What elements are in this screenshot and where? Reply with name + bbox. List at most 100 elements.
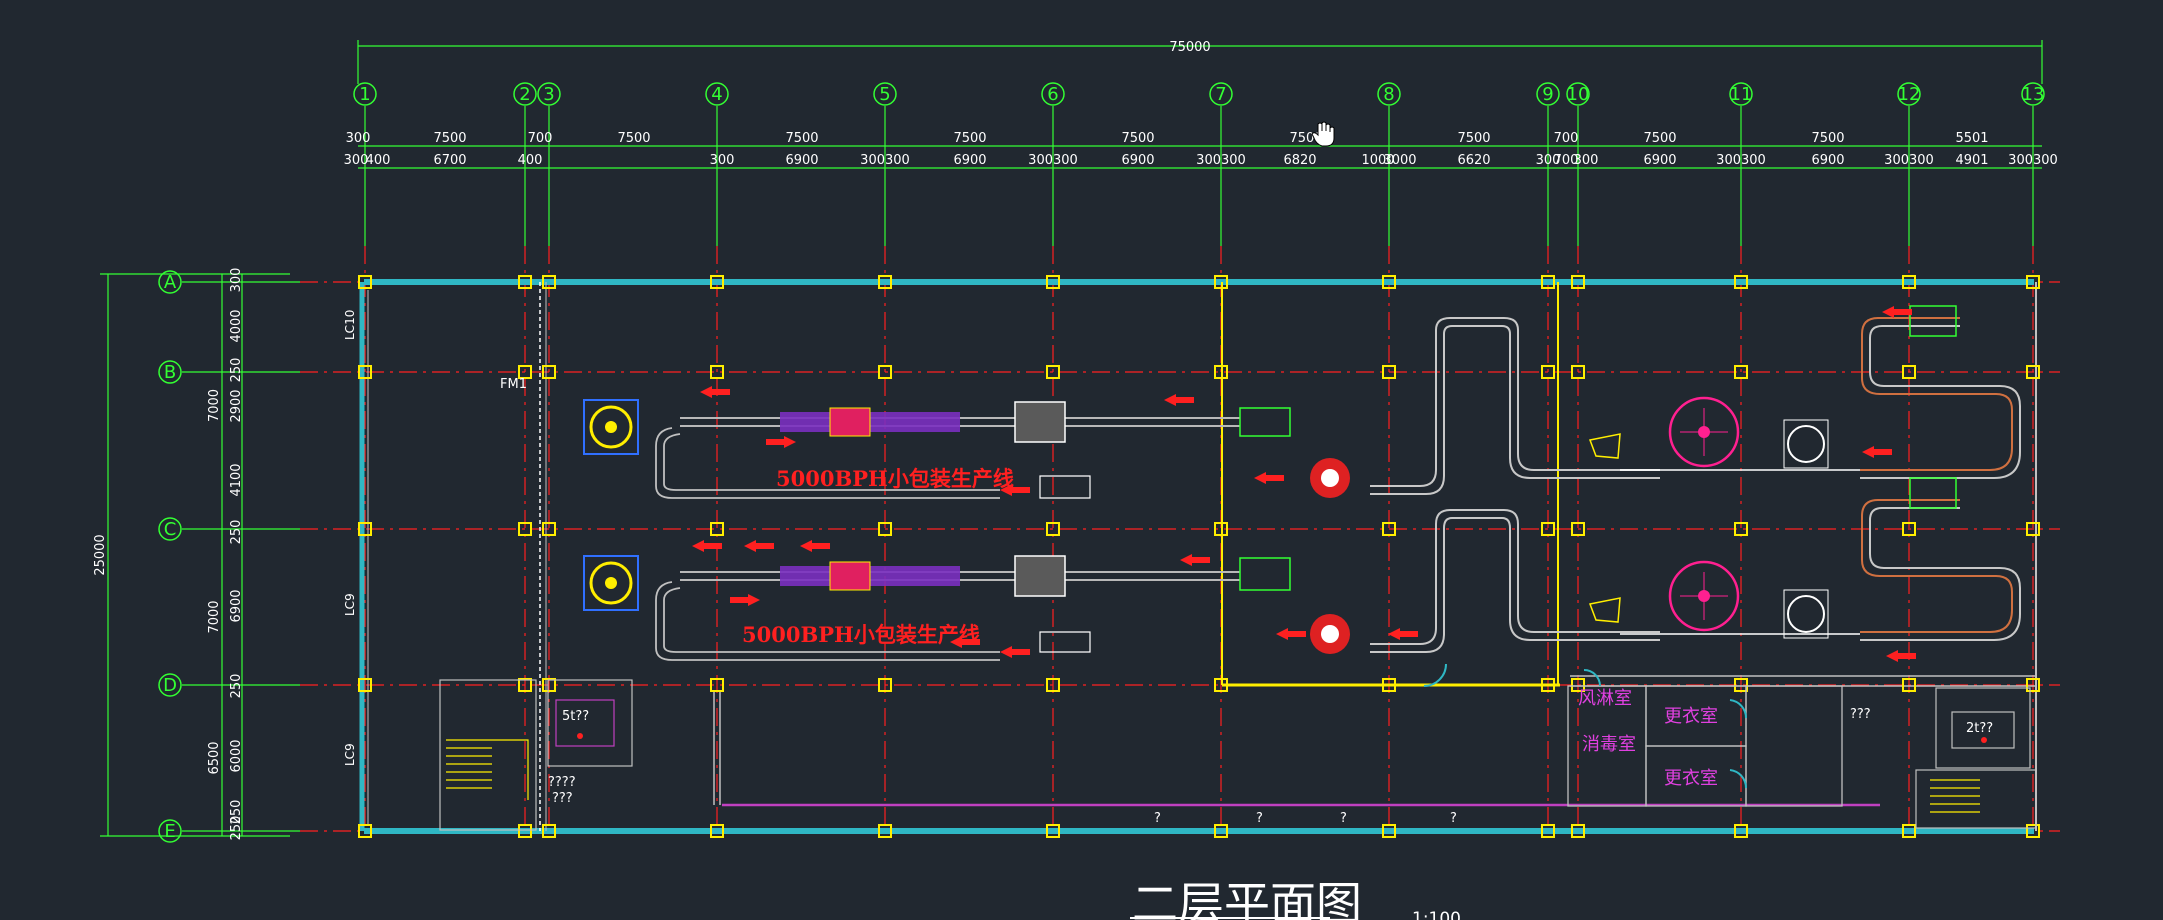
axis-label-E: E [164,821,175,842]
axis-bubble-B [158,360,182,384]
column-marker [878,678,892,692]
vdim-inner-value: 250 [229,800,244,825]
column-marker [1571,824,1585,838]
column-marker [1734,365,1748,379]
grid-lines [300,246,2060,840]
dim-row1-value: 5501 [1955,131,1988,146]
column-marker [1382,522,1396,536]
axis-bubble-D [158,673,182,697]
dim-row1-value: 7500 [785,131,818,146]
column-marker [518,678,532,692]
stair-left [439,679,537,831]
column-marker [518,275,532,289]
dim-row2-value: 3000 [1383,153,1416,168]
dim-row1-value: 7500 [1643,131,1676,146]
dim-row2-value: 4901 [1955,153,1988,168]
production-line-lower [655,555,1350,661]
vdim-inner-value: 250 [229,520,244,545]
column-marker [1046,275,1060,289]
side-label-lc10: LC10 [343,310,357,340]
drawing-scale: 1:100 [1412,909,1461,920]
axis-bubble-C [158,517,182,541]
flow-arrow-left [1886,650,1916,662]
production-line-label-lower: 5000BPH小包装生产线 [742,622,980,647]
dim-row2-value: 6700 [433,153,466,168]
column-marker [358,678,372,692]
column-marker [710,824,724,838]
rotary-machine-lower [1588,560,1860,639]
column-marker [1046,365,1060,379]
column-marker [1734,678,1748,692]
vdim-inner-value: 250 [229,816,244,841]
production-line-upper [655,401,1350,499]
question-mark-4: ? [1450,811,1457,826]
column-marker [878,824,892,838]
axis-bubble-10 [1566,82,1590,106]
column-marker [1902,678,1916,692]
overall-dimension-left [100,273,290,837]
column-marker [2026,678,2040,692]
column-marker [1734,522,1748,536]
axis-label-1: 1 [359,84,370,105]
column-marker [518,365,532,379]
column-marker [1382,824,1396,838]
column-marker [542,275,556,289]
axis-bubble-6 [1041,82,1065,106]
vdim-inner-value: 250 [229,674,244,699]
axis-label-10: 10 [1567,84,1590,105]
column-marker [710,522,724,536]
vdim-inner-value: 4000 [229,309,244,342]
axis-label-6: 6 [1047,84,1058,105]
axis-label-B: B [164,362,176,383]
room-label-changing-1: 更衣室 [1664,706,1718,727]
vertical-dimensions: 7000700065003004000250290041002506900250… [207,268,244,841]
column-marker [2026,522,2040,536]
flow-arrow-left [1000,646,1030,658]
stair-right [1915,769,2037,829]
column-marker [1571,365,1585,379]
column-marker [1571,678,1585,692]
column-marker [1541,365,1555,379]
column-marker [518,522,532,536]
dim-row1-value: 7500 [953,131,986,146]
small-machines-right [1909,305,1957,509]
axis-bubble-3 [537,82,561,106]
column-marker [1541,824,1555,838]
overall-depth-label: 25000 [93,534,108,575]
dim-row2-value: 6900 [1643,153,1676,168]
column-marker [1902,522,1916,536]
dim-row1-value: 700 [1554,131,1579,146]
drawing-title: 二层平面图 [1132,877,1362,920]
vdim-inner-value: 2900 [229,389,244,422]
tag-elevator-right: 2t?? [1966,721,1993,736]
column-marker [542,365,556,379]
serpentine-conveyor [1370,317,2021,653]
flow-arrow-left [1388,628,1418,640]
structural-columns [358,275,2040,838]
dim-row2-value: 300 [710,153,735,168]
vdim-inner-value: 6900 [229,589,244,622]
rotary-machine-upper [1588,396,1860,471]
outer-walls [359,279,2037,834]
column-marker [542,678,556,692]
dim-row2-value: 6900 [1811,153,1844,168]
column-marker [2026,365,2040,379]
axis-bubble-2 [513,82,537,106]
dim-row2-value: 6900 [1121,153,1154,168]
column-marker [1734,824,1748,838]
column-marker [358,824,372,838]
column-marker [2026,275,2040,289]
dim-row2-value: 6900 [785,153,818,168]
overall-dimension-top [357,40,2043,84]
axis-bubble-9 [1536,82,1560,106]
axis-bubble-5 [873,82,897,106]
column-marker [1214,365,1228,379]
dim-row1-value: 7500 [1457,131,1490,146]
axis-label-A: A [164,272,177,293]
axis-label-12: 12 [1898,84,1921,105]
axis-bubble-7 [1209,82,1233,106]
column-marker [878,365,892,379]
dim-row1-value: 7500 [1811,131,1844,146]
column-marker [1046,522,1060,536]
